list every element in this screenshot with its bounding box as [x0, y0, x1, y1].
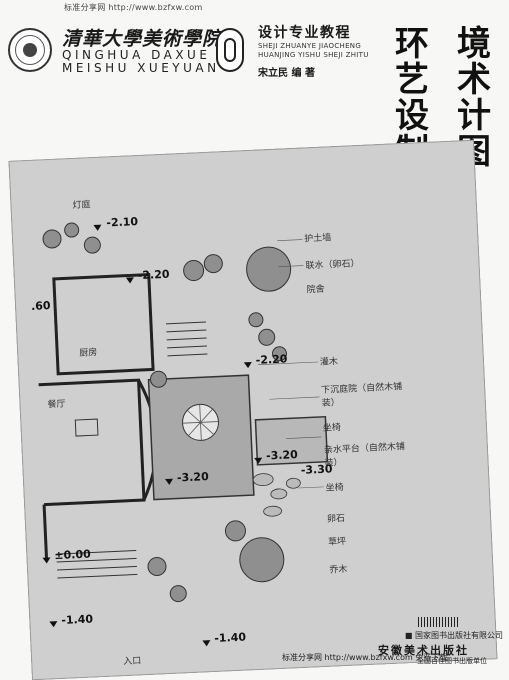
title-char: 计: [457, 96, 491, 136]
school-name-cn: 清華大學美術學院: [62, 28, 223, 50]
title-char: 环: [395, 24, 429, 64]
level-mark: -3.20: [265, 448, 299, 463]
publisher-name: 安徽美术出版社: [378, 644, 469, 657]
series-title: 设计专业教程: [258, 25, 351, 41]
level-mark: -2.20: [255, 352, 288, 367]
plan-label-water-platform: 亲水平台（自然木铺装）: [323, 442, 406, 469]
plan-label-pebbles: 卵石: [326, 513, 346, 525]
plan-label-entrance: 入口: [123, 656, 142, 668]
plan-label-top-left: 灯庭: [72, 200, 91, 211]
level-mark: -3.20: [176, 470, 209, 485]
series-emblem-icon: [216, 28, 244, 72]
level-mark: .60: [30, 299, 51, 313]
site-watermark-top: 标准分享网 http://www.bzfxw.com: [64, 3, 203, 12]
site-watermark-bottom: 标准分享网 http://www.bzfxw.com 免费下载: [282, 653, 448, 662]
university-seal-icon: [8, 28, 52, 72]
level-mark: -2.10: [106, 215, 139, 230]
author-line: 宋立民 编 著: [258, 68, 315, 79]
dining-room: [38, 378, 146, 507]
plan-label-dining: 餐厅: [47, 399, 66, 411]
plan-label-sunken-court: 下沉庭院（自然木铺装）: [320, 382, 403, 409]
plan-label-yard: 院舍: [306, 284, 325, 296]
plan-label-seat: 坐椅: [322, 423, 342, 434]
plan-label-pebble-water: 联水（卵石）: [305, 259, 360, 272]
school-name-en-line2: MEISHU XUEYUAN: [62, 61, 220, 75]
kitchen-room: [52, 273, 155, 376]
level-mark: -1.40: [214, 630, 247, 645]
site-plan-drawing: 灯庭 护土墙 联水（卵石） 院舍 厨房 餐厅 灌木 下沉庭院（自然木铺装） 坐椅…: [8, 139, 498, 680]
title-char: 艺: [395, 60, 429, 100]
title-char: 境: [457, 24, 491, 64]
plan-label-lawn: 草坪: [327, 536, 347, 548]
title-char: 术: [457, 60, 491, 100]
series-pinyin: SHEJI ZHUANYE JIAOCHENG HUANJING YISHU S…: [258, 42, 369, 59]
plan-label-retaining-wall: 护土墙: [304, 233, 332, 245]
publisher-subtitle: 全国百佳图书出版单位: [417, 657, 487, 665]
level-mark: -1.40: [61, 612, 94, 627]
barcode-icon: [418, 617, 458, 627]
level-mark: -2.20: [137, 267, 170, 283]
publisher-group: ■ 国家图书出版社有限公司: [404, 631, 503, 640]
plan-label-kitchen: 厨房: [79, 348, 98, 359]
plan-label-seat-2: 坐椅: [325, 482, 344, 494]
level-mark: ±0.00: [54, 547, 92, 563]
waterside-platform: [254, 415, 329, 466]
school-name-en-line1: QINGHUA DAXUE: [62, 48, 211, 62]
tree: [246, 246, 292, 292]
site-plan-linework: [38, 222, 329, 647]
level-mark: -3.30: [300, 462, 333, 477]
title-char: 设: [395, 96, 429, 136]
plan-label-tree: 乔木: [329, 564, 348, 576]
school-name-en: QINGHUA DAXUE MEISHU XUEYUAN: [62, 49, 220, 75]
plan-label-shrub: 灌木: [319, 357, 339, 368]
